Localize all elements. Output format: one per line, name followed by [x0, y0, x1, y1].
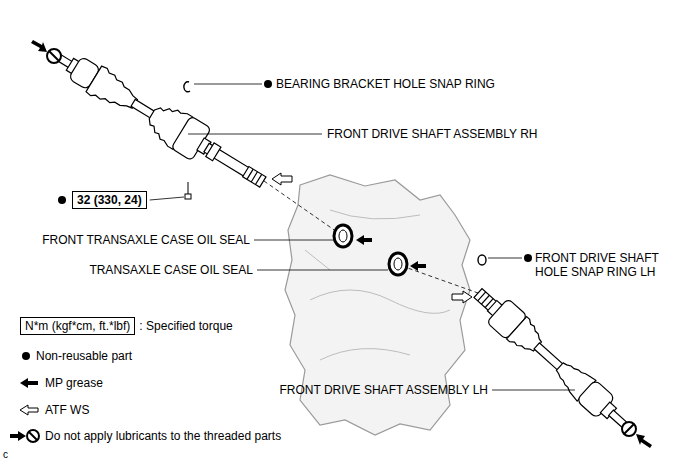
illustration-part [622, 422, 636, 436]
atf-arrow [452, 291, 472, 303]
illustration-part [188, 134, 322, 135]
drive-shaft-rh [48, 41, 273, 198]
non-reusable-dot [264, 80, 272, 88]
snap-ring [184, 82, 190, 92]
illustration-part [185, 194, 191, 199]
legend-text: : Specified torque [139, 319, 232, 333]
legend-no-lubricant [10, 430, 39, 442]
leader-line [150, 197, 184, 200]
snap-ring [478, 255, 486, 265]
figure-code: c [3, 448, 8, 462]
illustration-part [636, 434, 652, 448]
part-label: FRONT DRIVE SHAFT ASSEMBLY RH [327, 127, 538, 141]
illustration-part [86, 65, 144, 117]
illustration-part [188, 182, 189, 194]
part-label: FRONT DRIVE SHAFT HOLE SNAP RING LH [535, 251, 680, 279]
illustration-part [264, 181, 340, 234]
box-text: N*m (kgf*cm, ft.*lbf) [25, 319, 130, 333]
legend-text: MP grease [45, 376, 103, 390]
no-lubricant-symbol [622, 422, 652, 448]
illustration-part [204, 143, 250, 177]
legend-atf-arrow [20, 405, 38, 415]
illustration-part [194, 84, 262, 85]
oil-seal [334, 225, 407, 275]
illustration-part [251, 172, 257, 182]
part-label: FRONT DRIVE SHAFT ASSEMBLY LH [280, 383, 489, 397]
illustration-part [247, 169, 253, 179]
part-label: BEARING BRACKET HOLE SNAP RING [276, 77, 495, 91]
illustration-part [206, 143, 221, 161]
atf-arrow [272, 173, 292, 185]
alignment-lines [264, 181, 478, 293]
legend-dot [22, 352, 30, 360]
illustration-part [255, 174, 261, 184]
illustration-part [394, 258, 402, 270]
illustration-part [334, 225, 352, 247]
grease-arrow [356, 235, 372, 245]
illustration-part [47, 49, 61, 63]
non-reusable-dot [524, 254, 532, 262]
illustration-part [254, 240, 333, 241]
part-label: TRANSAXLE CASE OIL SEAL [89, 263, 253, 277]
part-label: FRONT TRANSAXLE CASE OIL SEAL [42, 233, 250, 247]
legend-text: Non-reusable part [36, 349, 132, 363]
torque-box: 32 (330, 24) [72, 191, 147, 209]
illustration-part [49, 51, 59, 61]
illustration-part [624, 424, 634, 434]
legend-text: ATF WS [45, 403, 89, 417]
illustration-part [29, 432, 37, 440]
illustration-part [257, 270, 388, 271]
illustration-part [478, 292, 486, 301]
illustration-part [534, 343, 563, 370]
illustration-part [171, 116, 211, 161]
illustration-part [339, 230, 347, 242]
illustration-part [31, 40, 47, 52]
illustration-part [492, 390, 575, 391]
drive-shaft-lh [467, 281, 635, 437]
box-text: 32 (330, 24) [77, 193, 142, 207]
legend-grease-arrow [20, 378, 38, 388]
legend-text: Do not apply lubricants to the threaded … [45, 429, 281, 443]
no-lubricant-symbol [31, 40, 61, 63]
illustration-part [10, 431, 26, 441]
grease-arrow [410, 261, 426, 271]
illustration-part [27, 430, 39, 442]
case-detail [305, 210, 450, 360]
illustration-part [402, 266, 478, 293]
non-reusable-dot [58, 196, 66, 204]
legend-torque-box: N*m (kgf*cm, ft.*lbf) [20, 317, 135, 335]
bolt [185, 182, 191, 199]
illustration-part [243, 167, 266, 188]
illustration-part [389, 253, 407, 275]
dynamic-lines [150, 197, 184, 200]
illustration-part [481, 295, 489, 304]
illustration-part [488, 258, 522, 259]
